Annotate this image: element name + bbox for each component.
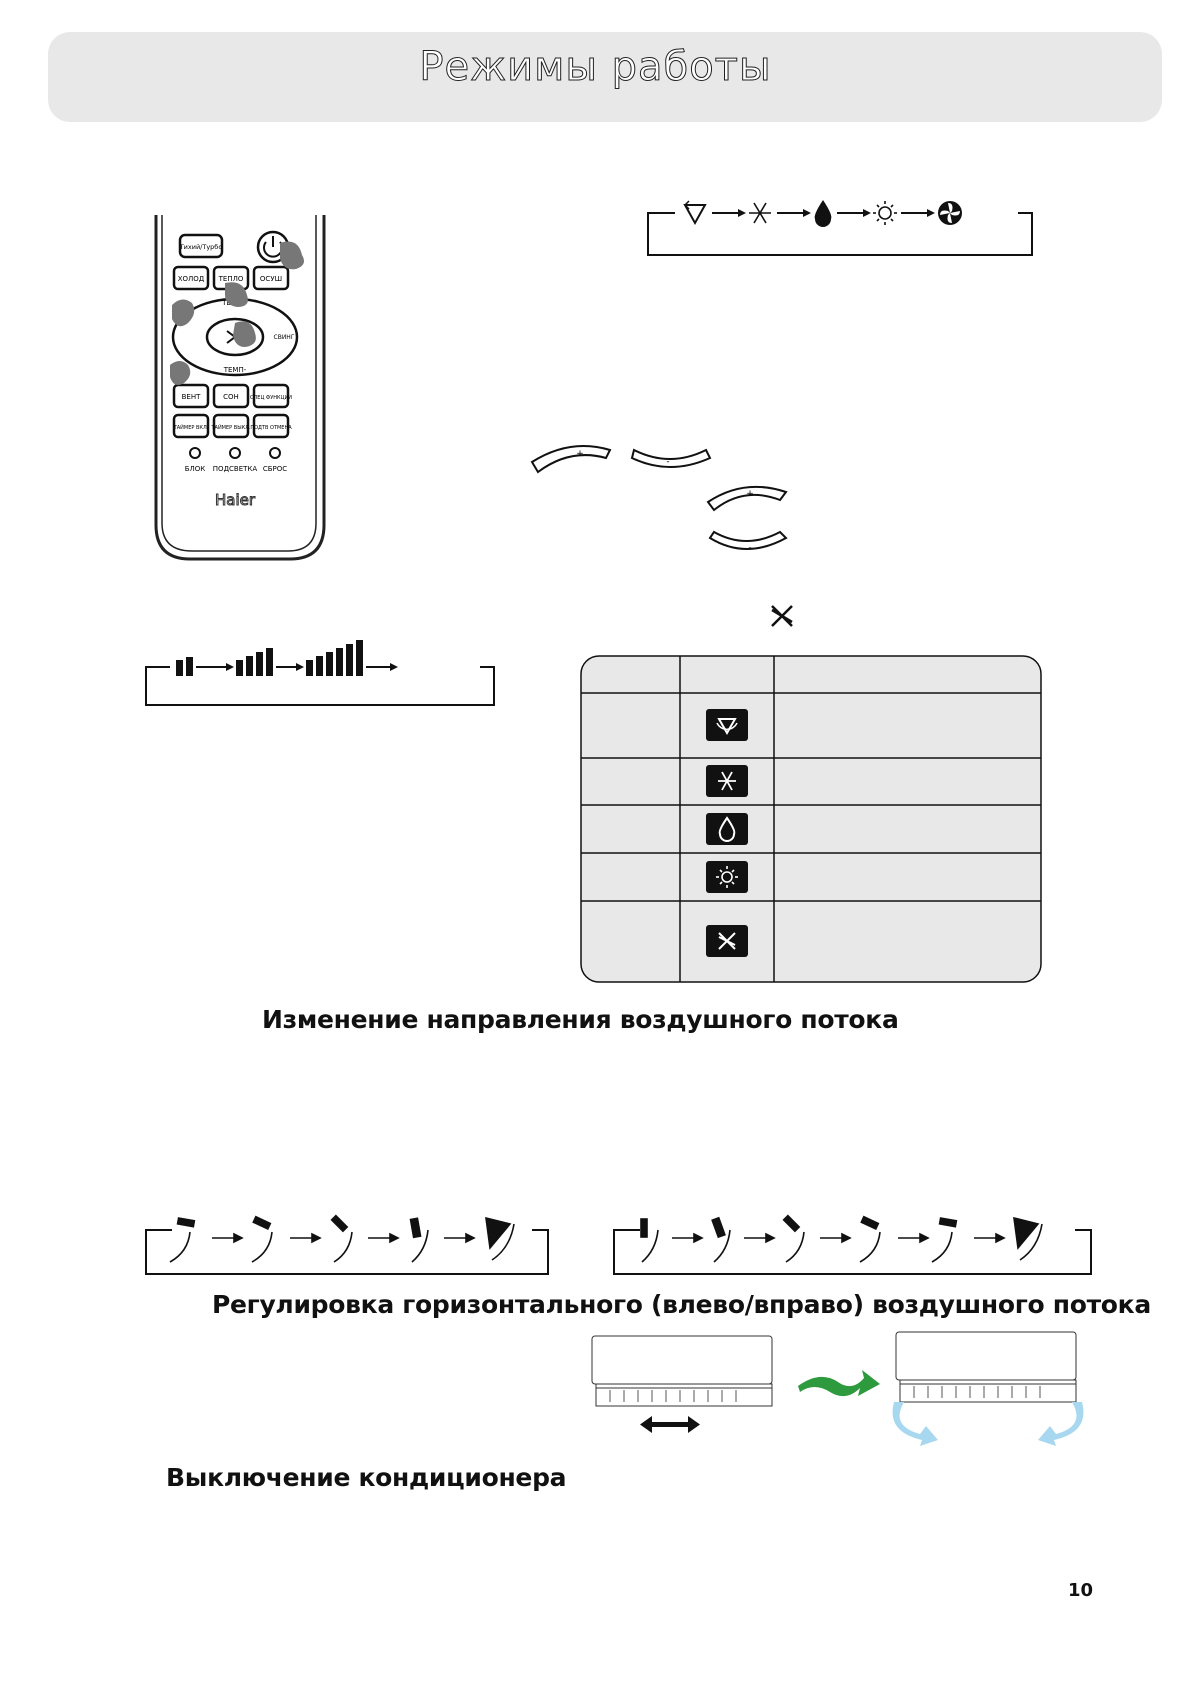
page-title: Режимы работы <box>419 44 772 91</box>
airflow-arrows-icon <box>892 1402 1084 1446</box>
svg-text:+: + <box>576 449 584 459</box>
timer-off-button[interactable]: ТАЙМЕР ВЫКЛ. <box>210 413 251 439</box>
page-number: 10 <box>1068 1580 1094 1601</box>
double-arrow-icon <box>640 1416 700 1433</box>
svg-text:ТЕМП-: ТЕМП- <box>223 366 247 374</box>
svg-text:БЛОК: БЛОК <box>185 465 206 473</box>
sleep-button[interactable]: СОН <box>212 383 250 409</box>
brand-logo: Haier <box>215 491 256 509</box>
svg-text:-: - <box>748 543 751 553</box>
fan-speed-icon <box>771 605 793 627</box>
airflow-direction-heading: Изменение направления воздушного потока <box>262 1005 899 1034</box>
reset-button[interactable]: СБРОС <box>263 447 287 473</box>
water-drop-icon <box>706 813 748 845</box>
horizontal-airflow-heading: Регулировка горизонтального (влево/вправ… <box>212 1290 1151 1319</box>
header-bar <box>48 32 1162 122</box>
svg-text:+: + <box>746 489 754 499</box>
fan-speed-button[interactable]: ВЕНТ <box>172 383 210 409</box>
svg-text:ПОДСВЕТКА: ПОДСВЕТКА <box>213 465 258 473</box>
hand-pointer-icons <box>170 241 304 385</box>
svg-text:ТЕПЛО: ТЕПЛО <box>218 275 244 283</box>
horizontal-airflow-illustration <box>591 1331 1084 1446</box>
remote-control: Тихий/Турбо ХОЛОД ТЕПЛО ОСУШ ТЕМП+ ТЕМП-… <box>154 215 326 561</box>
sun-icon <box>873 201 897 225</box>
svg-text:ПОДТВ ОТМЕНА: ПОДТВ ОТМЕНА <box>250 425 292 431</box>
power-off-heading: Выключение кондиционера <box>166 1463 567 1492</box>
snowflake-icon <box>706 765 748 797</box>
svg-text:СОН: СОН <box>223 393 239 401</box>
light-button[interactable]: ПОДСВЕТКА <box>213 447 258 473</box>
auto-mode-icon <box>706 709 748 741</box>
special-button[interactable]: СПЕЦ ФУНКЦИИ <box>250 383 292 409</box>
green-arrow-icon <box>798 1370 880 1397</box>
snowflake-icon <box>749 202 771 224</box>
auto-mode-icon <box>683 200 707 226</box>
fan-speed-diagram <box>145 640 495 706</box>
turbo-button[interactable]: Тихий/Турбо <box>179 233 224 259</box>
louver-cycle-heating <box>613 1214 1092 1275</box>
svg-text:ТАЙМЕР ВЫКЛ.: ТАЙМЕР ВЫКЛ. <box>210 424 250 431</box>
indoor-unit-before <box>591 1335 773 1407</box>
svg-text:СПЕЦ ФУНКЦИИ: СПЕЦ ФУНКЦИИ <box>250 395 292 401</box>
lock-button[interactable]: БЛОК <box>185 447 206 473</box>
mode-cycle-diagram <box>647 200 1033 256</box>
temp-down-button-shape-2: - <box>708 530 788 553</box>
confirm-button[interactable]: ПОДТВ ОТМЕНА <box>250 413 292 439</box>
temp-up-button-shape: + <box>530 445 612 474</box>
temp-down-button-shape: - <box>630 448 712 468</box>
cool-button[interactable]: ХОЛОД <box>172 265 210 291</box>
indoor-unit-after <box>895 1331 1077 1403</box>
dry-button[interactable]: ОСУШ <box>252 265 290 291</box>
fan-icon <box>938 201 962 225</box>
timer-on-button[interactable]: ТАЙМЕР ВКЛ. <box>173 413 210 439</box>
fan-icon <box>706 925 748 957</box>
louver-cycle-cooling <box>145 1214 549 1275</box>
svg-text:ОСУШ: ОСУШ <box>260 275 282 283</box>
water-drop-icon <box>814 200 832 227</box>
svg-text:ВЕНТ: ВЕНТ <box>182 393 201 401</box>
svg-text:ХОЛОД: ХОЛОД <box>178 275 205 283</box>
sun-icon <box>706 861 748 893</box>
mode-table <box>580 655 1042 983</box>
temp-up-button-shape-2: + <box>706 485 788 512</box>
svg-text:СВИНГ: СВИНГ <box>274 334 295 341</box>
svg-text:СБРОС: СБРОС <box>263 465 287 473</box>
svg-text:-: - <box>666 457 669 467</box>
svg-text:ТАЙМЕР ВКЛ.: ТАЙМЕР ВКЛ. <box>173 424 209 431</box>
svg-text:Тихий/Турбо: Тихий/Турбо <box>179 243 223 251</box>
temp-buttons-diagram: + - + - <box>530 445 788 553</box>
